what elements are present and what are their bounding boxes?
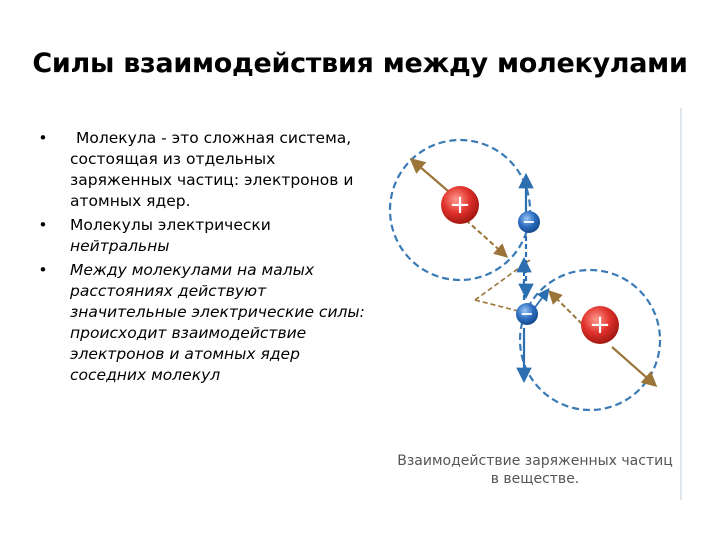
nucleus-repulsion-arrow-bottom xyxy=(611,346,658,388)
molecule-boundary-top xyxy=(388,138,532,282)
nucleus-electron-attraction-top xyxy=(465,219,509,258)
figure-border xyxy=(680,108,682,500)
electron-sign-bottom: − xyxy=(520,304,533,323)
cross-attraction-line-a xyxy=(474,259,531,301)
cross-attraction-line-b xyxy=(474,299,531,315)
bullet-text: Молекула - это сложная система, состояща… xyxy=(70,129,354,210)
electron-bottom: − xyxy=(516,303,538,325)
bullet-marker: • xyxy=(38,129,48,147)
figure-caption: Взаимодействие заряженных частиц в вещес… xyxy=(385,452,685,488)
bullet-item: • Молекула - это сложная система, состоя… xyxy=(36,128,366,212)
slide-title: Силы взаимодействия между молекулами xyxy=(32,48,688,79)
electron-top: − xyxy=(518,211,540,233)
nucleus-bottom: + xyxy=(581,306,619,344)
bullet-marker: • xyxy=(38,216,48,234)
nucleus-sign-bottom: + xyxy=(589,310,611,340)
bullet-emphasis: нейтральны xyxy=(70,237,170,255)
electron-sign-top: − xyxy=(522,212,535,231)
bullet-text: Между молекулами на малых расстояниях де… xyxy=(70,261,365,384)
nucleus-top: + xyxy=(441,186,479,224)
caption-line-1: Взаимодействие заряженных частиц xyxy=(397,453,673,469)
nucleus-sign-top: + xyxy=(449,190,471,220)
bullet-item: • Между молекулами на малых расстояниях … xyxy=(36,260,366,386)
bullet-text: Молекулы электрически xyxy=(70,216,271,234)
bullet-marker: • xyxy=(38,261,48,279)
bullet-item: • Молекулы электрически нейтральны xyxy=(36,215,366,257)
bullet-list: • Молекула - это сложная система, состоя… xyxy=(36,128,366,389)
caption-line-2: в веществе. xyxy=(490,471,580,487)
molecule-boundary-bottom xyxy=(518,268,662,412)
nucleus-electron-attraction-bottom xyxy=(548,290,583,325)
molecule-interaction-diagram: + + − − xyxy=(388,138,662,412)
